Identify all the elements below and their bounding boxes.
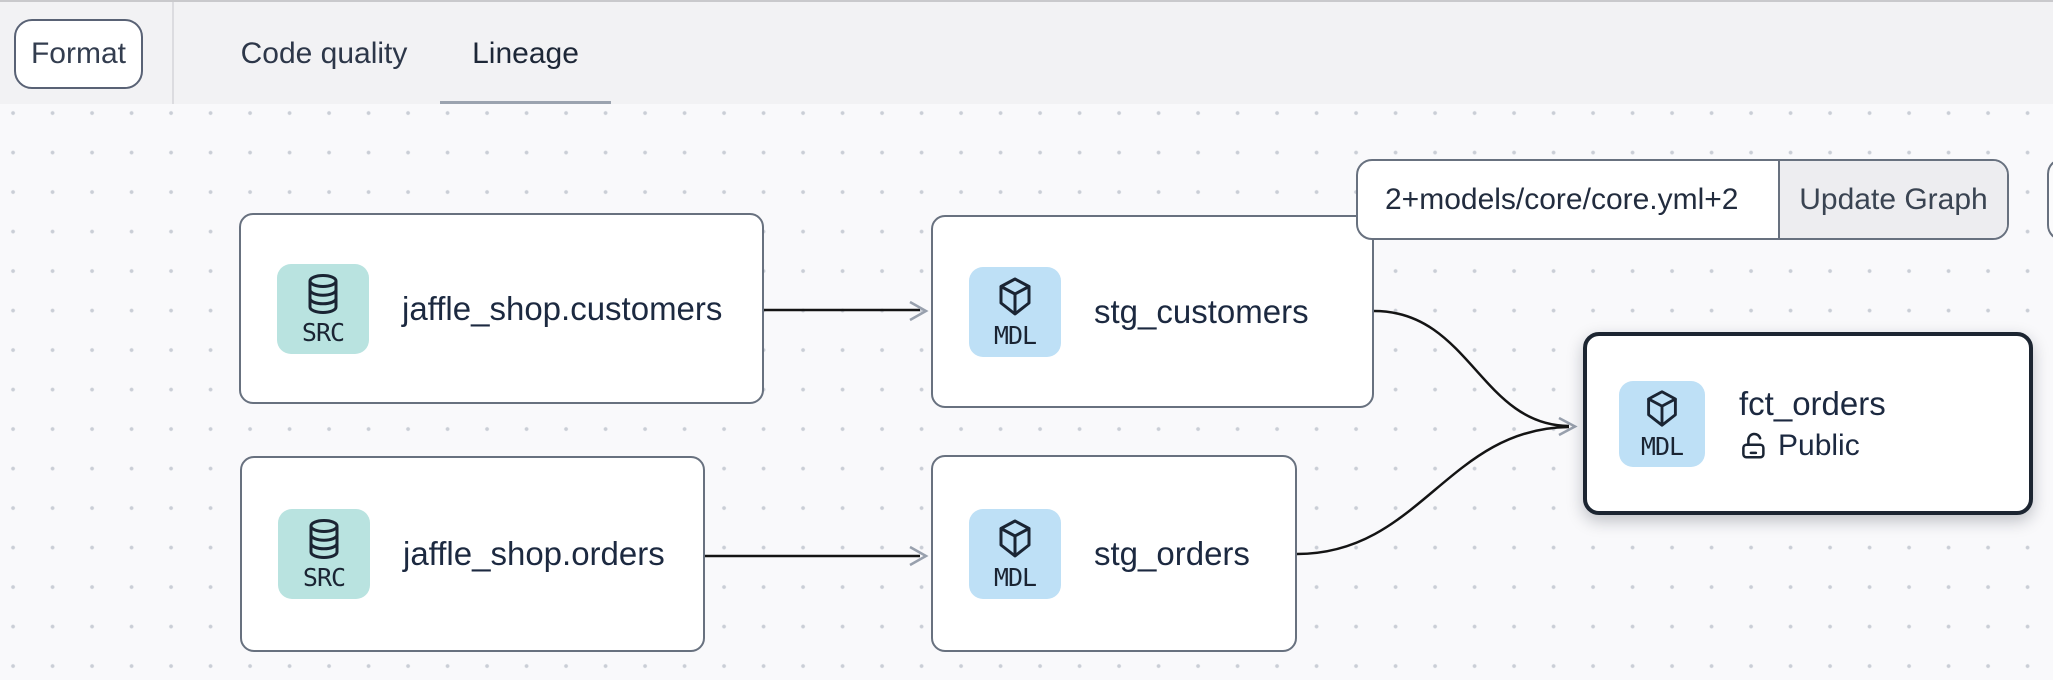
format-button[interactable]: Format bbox=[14, 19, 143, 89]
source-type-chip: SRC bbox=[277, 263, 369, 354]
edge-stg-orders-to-fct bbox=[1296, 425, 1570, 556]
node-label: stg_customers bbox=[1094, 292, 1309, 330]
node-source-jaffle-shop-orders[interactable]: SRC jaffle_shop.orders bbox=[240, 456, 705, 652]
lineage-selector-input[interactable] bbox=[1358, 161, 1778, 238]
node-label: stg_orders bbox=[1094, 534, 1250, 572]
database-icon bbox=[309, 519, 339, 559]
arrowhead-icon bbox=[1558, 416, 1578, 437]
lineage-canvas[interactable]: SRC jaffle_shop.customers SRC jaffle_sho… bbox=[0, 104, 2053, 680]
arrowhead-icon bbox=[909, 300, 929, 322]
arrowhead-icon bbox=[909, 545, 929, 567]
database-icon bbox=[308, 273, 338, 314]
node-model-fct-orders[interactable]: MDL fct_orders Public bbox=[1583, 332, 2033, 515]
clipped-edge-button[interactable] bbox=[2047, 158, 2053, 241]
node-type-badge: MDL bbox=[993, 562, 1037, 592]
update-graph-button[interactable]: Update Graph bbox=[1778, 161, 2007, 238]
lock-open-icon bbox=[1742, 432, 1765, 459]
model-type-chip: MDL bbox=[969, 508, 1061, 599]
model-type-chip: MDL bbox=[969, 266, 1061, 357]
cube-icon bbox=[999, 277, 1031, 315]
access-badge: Public bbox=[1739, 429, 1886, 463]
toolbar-divider bbox=[172, 2, 174, 106]
cube-icon bbox=[1647, 389, 1677, 427]
node-model-stg-orders[interactable]: MDL stg_orders bbox=[931, 455, 1297, 652]
node-type-badge: SRC bbox=[302, 563, 346, 592]
node-source-jaffle-shop-customers[interactable]: SRC jaffle_shop.customers bbox=[239, 213, 764, 404]
node-type-badge: SRC bbox=[301, 317, 345, 347]
model-type-chip: MDL bbox=[1619, 380, 1705, 467]
node-model-stg-customers[interactable]: MDL stg_customers bbox=[931, 215, 1374, 408]
lineage-selector-group: Update Graph bbox=[1356, 159, 2009, 240]
top-toolbar: Format Code quality Lineage bbox=[0, 0, 2053, 106]
node-text-column: fct_orders Public bbox=[1739, 384, 1886, 463]
tab-code-quality[interactable]: Code quality bbox=[240, 37, 408, 70]
tab-lineage[interactable]: Lineage bbox=[440, 2, 611, 106]
access-badge-label: Public bbox=[1778, 429, 1860, 462]
node-type-badge: MDL bbox=[1640, 431, 1684, 461]
node-label: jaffle_shop.customers bbox=[402, 289, 723, 327]
source-type-chip: SRC bbox=[278, 509, 370, 599]
node-type-badge: MDL bbox=[993, 320, 1037, 350]
edge-stg-customers-to-fct bbox=[1373, 309, 1570, 428]
node-label: fct_orders bbox=[1739, 385, 1886, 422]
cube-icon bbox=[999, 519, 1031, 557]
node-label: jaffle_shop.orders bbox=[403, 535, 665, 572]
